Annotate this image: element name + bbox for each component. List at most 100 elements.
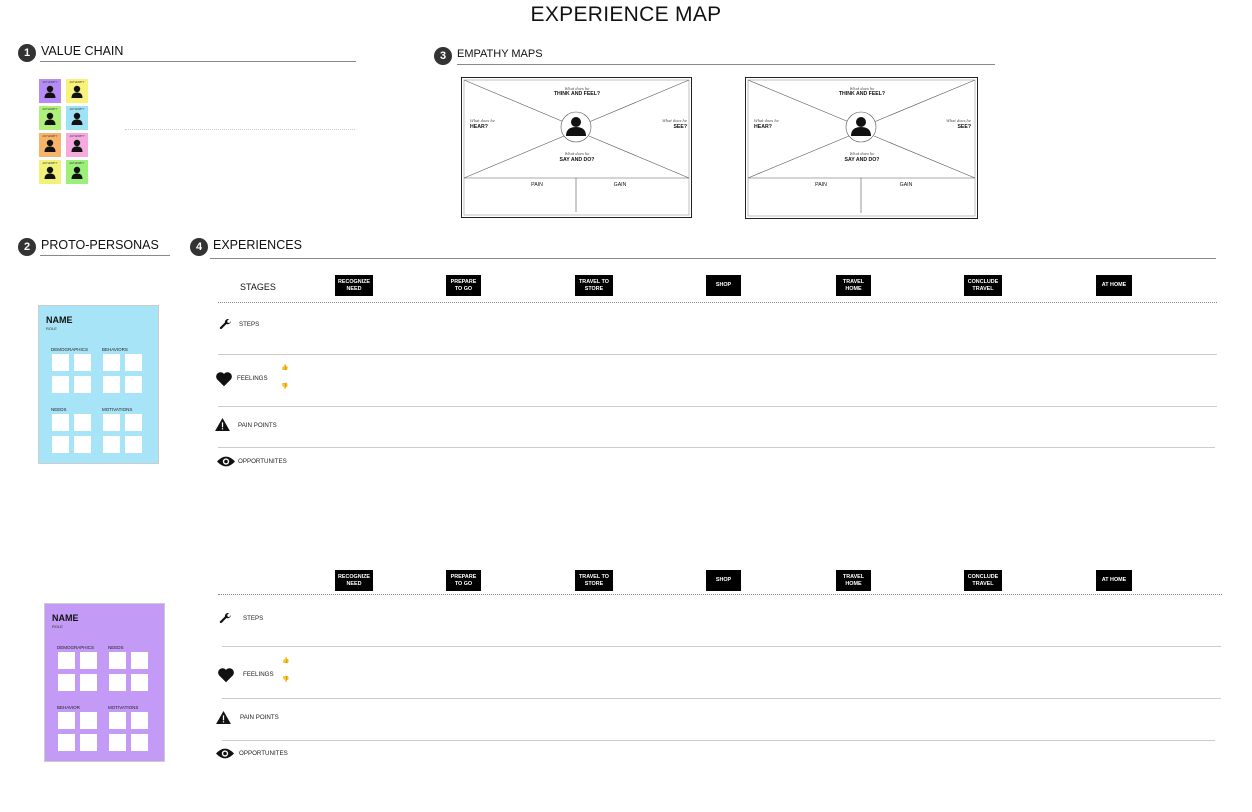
empathy-map-2[interactable]: What does he THINK AND FEEL? What does h… (745, 77, 978, 219)
stage-label-line-1: AT HOME (1101, 282, 1127, 289)
section-header-proto-personas: 2 PROTO-PERSONAS (18, 238, 159, 256)
persona-cell[interactable] (74, 414, 91, 431)
note-heading: AUTHORITY (69, 81, 85, 84)
wrench-icon (219, 318, 231, 330)
sticky-note[interactable]: AUTHORITY (39, 160, 61, 184)
persona-cell[interactable] (52, 354, 69, 371)
persona-cell[interactable] (58, 674, 75, 691)
note-heading: AUTHORITY (42, 108, 58, 111)
heart-icon (216, 372, 232, 387)
note-heading: AUTHORITY (42, 81, 58, 84)
stage-label-line-2: TRAVEL (972, 285, 994, 292)
section-number: 2 (18, 238, 36, 256)
persona-card-2[interactable]: NAME ROLE DEMOGRAPHICS NEEDS BEHAVIOR MO… (44, 603, 165, 762)
see-question: What does he (662, 119, 687, 123)
row-divider (222, 646, 1221, 647)
stage-label-line-2: NEED (346, 580, 362, 587)
section-rule (40, 61, 356, 62)
persona-cell[interactable] (109, 674, 126, 691)
stage-label-line-2: STORE (584, 580, 604, 587)
persona-cell[interactable] (109, 734, 126, 751)
persona-cell[interactable] (131, 734, 148, 751)
stage-label-line-1: SHOP (715, 282, 732, 289)
section-number: 1 (18, 44, 36, 62)
persona-cell[interactable] (125, 354, 142, 371)
persona-label: BEHAVIORS (102, 347, 128, 352)
persona-cell[interactable] (52, 376, 69, 393)
eye-icon (216, 748, 234, 759)
feelings-label: FEELINGS (237, 375, 268, 382)
persona-cell[interactable] (109, 652, 126, 669)
think-question: What does he (849, 87, 875, 91)
pain-label: PAIN (815, 182, 827, 188)
persona-cell[interactable] (80, 734, 97, 751)
persona-cell[interactable] (103, 354, 120, 371)
persona-label: DEMOGRAPHICS (51, 347, 89, 352)
persona-cell[interactable] (125, 414, 142, 431)
section-header-value-chain: 1 VALUE CHAIN (18, 44, 123, 62)
hear-label: HEAR? (470, 124, 488, 130)
persona-cell[interactable] (109, 712, 126, 729)
person-icon (44, 85, 56, 98)
empathy-map-1[interactable]: What does he THINK AND FEEL? What does h… (461, 77, 692, 218)
section-label: VALUE CHAIN (41, 44, 124, 58)
persona-cell[interactable] (58, 734, 75, 751)
persona-cell[interactable] (131, 712, 148, 729)
persona-cell[interactable] (80, 652, 97, 669)
stage-box[interactable]: AT HOME (1096, 275, 1132, 296)
note-heading: AUTHORITY (42, 135, 58, 138)
persona-cell[interactable] (103, 414, 120, 431)
stage-box[interactable]: SHOP (706, 570, 741, 591)
eye-icon (217, 456, 235, 467)
persona-label: MOTIVATIONS (108, 705, 139, 710)
say-question: What does he (564, 152, 590, 156)
steps-label: STEPS (243, 615, 264, 622)
sticky-note[interactable]: AUTHORITY (66, 133, 88, 157)
persona-cell[interactable] (103, 376, 120, 393)
sticky-note[interactable]: AUTHORITY (39, 133, 61, 157)
stage-label-line-2: TO GO (454, 285, 473, 292)
feelings-label: FEELINGS (243, 671, 274, 678)
stage-box[interactable]: SHOP (706, 275, 741, 296)
persona-cell[interactable] (131, 652, 148, 669)
persona-card-1[interactable]: NAME ROLE DEMOGRAPHICS BEHAVIORS NEEDS M… (38, 305, 159, 464)
persona-cell[interactable] (125, 376, 142, 393)
sticky-note[interactable]: AUTHORITY (66, 106, 88, 130)
persona-cell[interactable] (52, 436, 69, 453)
sticky-note[interactable]: AUTHORITY (39, 79, 61, 103)
row-divider (218, 447, 1215, 448)
stage-box[interactable]: AT HOME (1096, 570, 1132, 591)
persona-cell[interactable] (58, 652, 75, 669)
persona-cell[interactable] (103, 436, 120, 453)
persona-cell[interactable] (74, 436, 91, 453)
persona-cell[interactable] (52, 414, 69, 431)
persona-cell[interactable] (74, 354, 91, 371)
persona-cell[interactable] (58, 712, 75, 729)
persona-name: NAME (46, 315, 73, 325)
pain-points-label: PAIN POINTS (238, 422, 277, 429)
sticky-note[interactable]: AUTHORITY (66, 160, 88, 184)
persona-cell[interactable] (80, 674, 97, 691)
say-label: SAY AND DO? (559, 157, 595, 163)
persona-cell[interactable] (80, 712, 97, 729)
sticky-note[interactable]: AUTHORITY (39, 106, 61, 130)
persona-cell[interactable] (74, 376, 91, 393)
sticky-note[interactable]: AUTHORITY (66, 79, 88, 103)
section-number: 3 (434, 47, 452, 65)
persona-label: MOTIVATIONS (102, 407, 133, 412)
persona-cell[interactable] (131, 674, 148, 691)
persona-cell[interactable] (125, 436, 142, 453)
stage-label-line-1: AT HOME (1101, 577, 1127, 584)
say-label: SAY AND DO? (844, 157, 880, 163)
stage-label-line-1: RECOGNIZE (337, 574, 371, 581)
